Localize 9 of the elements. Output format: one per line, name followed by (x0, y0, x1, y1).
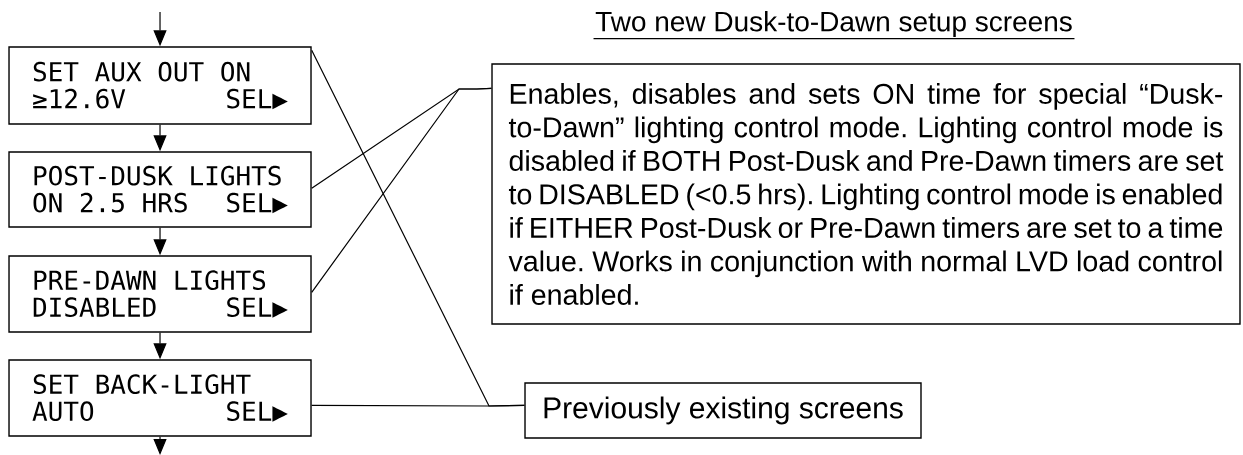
leader-line (311, 87, 492, 293)
lcd-screen-box: PRE-DAWN LIGHTS DISABLED SEL▶ (8, 255, 312, 333)
leader-line (311, 404, 525, 407)
lcd-screen-box: SET AUX OUT ON ≥12.6V SEL▶ (8, 46, 312, 125)
lcd-screen-box: SET BACK-LIGHT AUTO SEL▶ (8, 359, 312, 437)
label-box: Previously existing screens (524, 382, 922, 439)
lcd-screen-box: POST-DUSK LIGHTS ON 2.5 HRS SEL▶ (8, 151, 312, 228)
description-box: Enables, disables and sets ON time for special “Dusk-to-Dawn” lighting control mode. Lighting control mode is disabled if BOTH Post-Dusk and Pre-Dawn timers are set to DISABLED (<0.5 hrs). Lighting control mode is enabled if EITHER Post-Dusk or Pre-Dawn timers are set to a time value. Works in conjunction with normal LVD load control if enabled. (491, 63, 1241, 325)
heading: Two new Dusk-to-Dawn setup screens (592, 10, 1076, 40)
